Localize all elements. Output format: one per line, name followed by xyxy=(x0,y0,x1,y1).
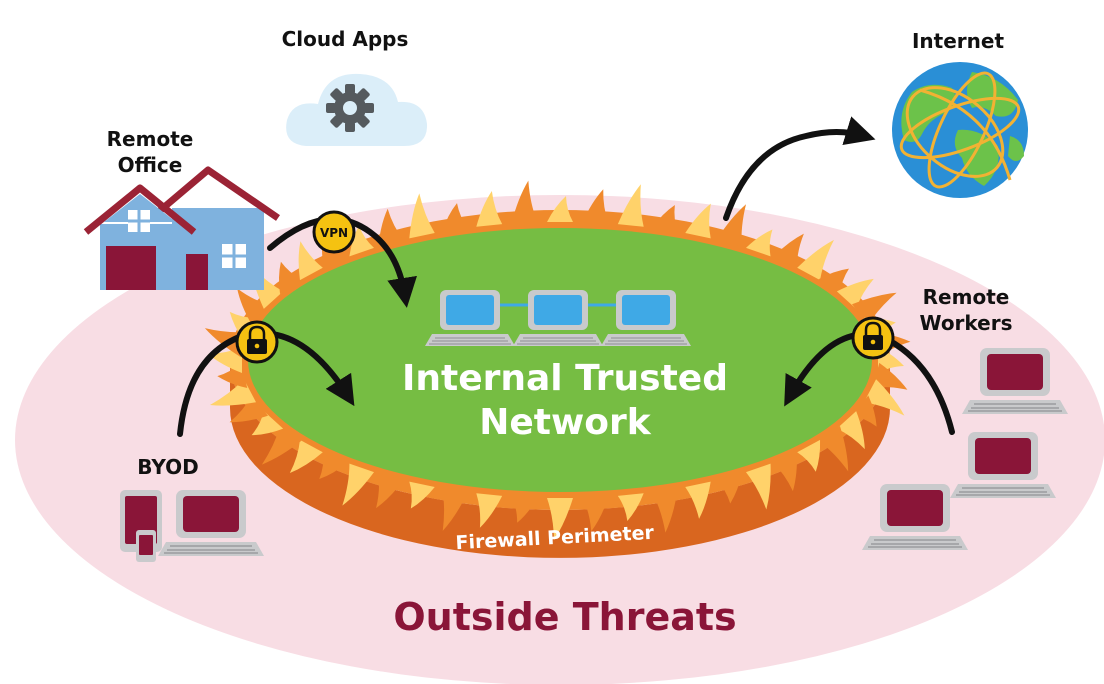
flame-shape xyxy=(279,261,302,294)
flame-shape xyxy=(511,180,538,224)
flame-shape xyxy=(836,411,865,450)
byod-devices xyxy=(120,489,265,562)
phone-icon xyxy=(136,530,156,562)
flame-shape xyxy=(289,439,323,474)
flame-shape xyxy=(797,439,821,472)
flame-shape xyxy=(652,204,678,232)
flame-shape xyxy=(237,288,269,325)
flame-shape xyxy=(409,481,435,509)
flame-shape xyxy=(582,189,609,224)
outside-threats-label: Outside Threats xyxy=(393,595,736,639)
flame-shape xyxy=(409,193,435,239)
flame-shape xyxy=(745,229,773,257)
flame-shape xyxy=(547,196,573,222)
flame-shape xyxy=(818,268,849,294)
flame-shape xyxy=(617,184,644,227)
remote-office-label-line1: Remote xyxy=(107,127,194,151)
internal-network-label-line2: Network xyxy=(479,402,651,443)
globe-icon xyxy=(892,62,1028,198)
flame-shape xyxy=(745,463,771,510)
flame-shape xyxy=(251,411,284,436)
remote-workers-label-line1: Remote xyxy=(923,285,1010,309)
flame-shape xyxy=(582,496,609,532)
flame-shape xyxy=(851,395,877,427)
cloud-apps-label: Cloud Apps xyxy=(282,27,409,51)
flame-shape xyxy=(863,379,905,416)
flame-shape xyxy=(818,426,849,472)
flame-shape xyxy=(378,208,404,247)
flame-shape xyxy=(261,426,302,465)
flame-shape xyxy=(851,292,897,325)
flame-shape xyxy=(716,473,742,504)
flame-shape xyxy=(547,498,573,540)
flame-shape xyxy=(772,233,804,268)
flame-shape xyxy=(685,203,711,239)
flame-shape xyxy=(442,488,468,531)
internet-label: Internet xyxy=(912,29,1004,53)
flame-shape xyxy=(797,239,834,281)
house-icon xyxy=(83,166,280,290)
remote-workers-label-line2: Workers xyxy=(919,311,1012,335)
remote-office-label-line2: Office xyxy=(118,153,183,177)
flame-shape xyxy=(349,225,375,257)
flame-shape xyxy=(319,452,348,480)
byod-label: BYOD xyxy=(137,455,199,479)
flame-shape xyxy=(229,395,269,423)
flame-shape xyxy=(376,473,404,509)
flame-shape xyxy=(511,496,538,523)
lock-icon xyxy=(851,316,895,360)
flame-shape xyxy=(836,278,874,309)
internal-network-label-line1: Internal Trusted xyxy=(402,358,728,399)
internal-laptops xyxy=(424,289,692,347)
vpn-label: VPN xyxy=(320,226,348,240)
flame-shape xyxy=(772,452,797,492)
flame-shape xyxy=(476,493,503,528)
flame-shape xyxy=(342,463,375,506)
cloud-gear-icon xyxy=(286,73,428,146)
flame-shape xyxy=(298,241,323,281)
flame-shape xyxy=(685,481,711,519)
vpn-badge: VPN xyxy=(312,210,356,254)
lock-icon xyxy=(235,320,279,364)
flame-shape xyxy=(476,191,503,227)
flame-shape xyxy=(716,204,747,247)
flame-shape xyxy=(442,203,468,232)
flame-shape xyxy=(617,493,644,522)
flame-shape xyxy=(872,362,908,390)
flame-shape xyxy=(652,488,678,533)
